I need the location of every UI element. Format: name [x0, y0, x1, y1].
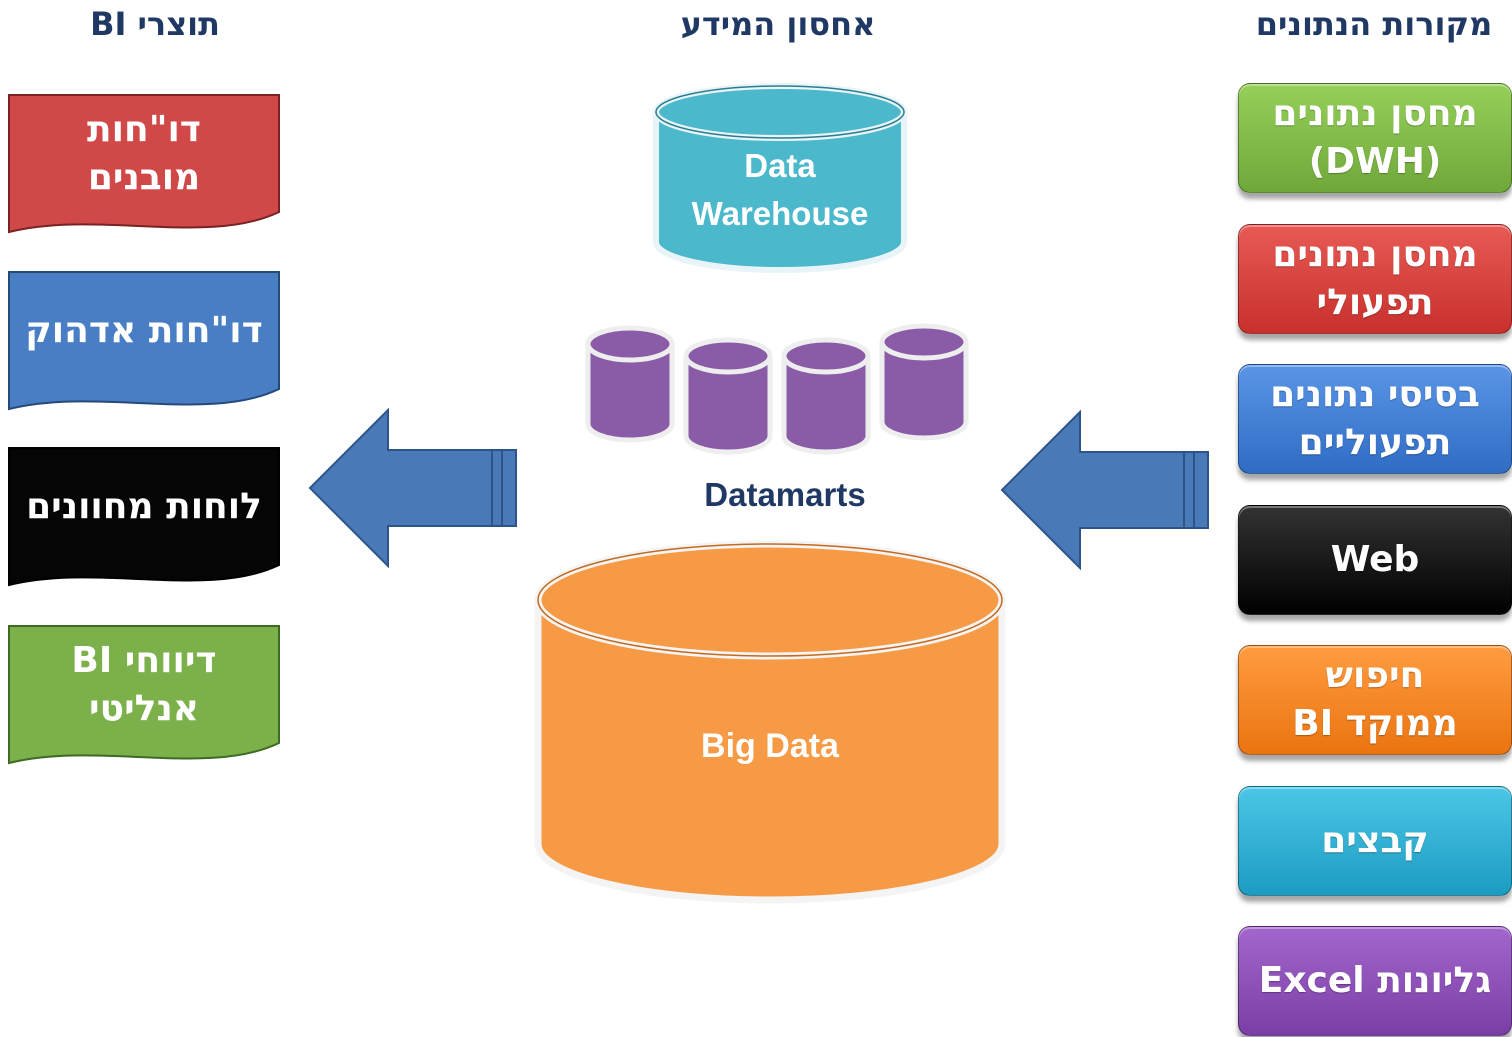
arrow-left-icon: [1000, 410, 1209, 570]
datamart-cylinder-icon: [585, 325, 675, 443]
product-label: דו"חות מובנים: [87, 109, 201, 198]
storage-header: אחסון המידע: [680, 5, 876, 43]
arrow-left-icon: [308, 408, 517, 568]
products-header: תוצרי BI: [90, 5, 220, 43]
data-warehouse-cylinder-icon: [653, 83, 907, 273]
big-data-label: Big Data: [701, 726, 839, 765]
document-shape-icon: [8, 447, 280, 587]
source-bi-search: חיפוש ממוקד BI: [1238, 645, 1512, 755]
product-label: דיווחי BI אנליטי: [71, 640, 217, 729]
product-label: דו"חות אדהוק: [25, 310, 263, 351]
document-shape-icon: [8, 94, 280, 234]
data-warehouse-label: Data Warehouse: [691, 147, 869, 232]
datamarts-label: Datamarts: [704, 476, 866, 513]
source-files: קבצים: [1238, 786, 1512, 896]
source-dwh: מחסן נתונים (DWH): [1238, 83, 1512, 193]
product-structured-reports: דו"חות מובנים: [8, 94, 280, 244]
source-web: Web: [1238, 505, 1512, 615]
datamart-cylinder-icon: [683, 337, 773, 455]
product-label: לוחות מחוונים: [26, 486, 262, 527]
datamart-cylinder-icon: [879, 323, 969, 441]
datamart-cylinder-icon: [781, 337, 871, 455]
document-shape-icon: [8, 271, 280, 411]
product-analytic-bi: דיווחי BI אנליטי: [8, 625, 280, 775]
product-dashboards: לוחות מחוונים: [8, 447, 280, 597]
sources-header: מקורות הנתונים: [1255, 5, 1493, 43]
big-data-cylinder-icon: [534, 540, 1006, 904]
source-excel: גליונות Excel: [1238, 926, 1512, 1036]
document-shape-icon: [8, 625, 280, 765]
source-operational-warehouse: מחסן נתונים תפעולי: [1238, 224, 1512, 334]
product-adhoc-reports: דו"חות אדהוק: [8, 271, 280, 421]
source-operational-databases: בסיסי נתונים תפעוליים: [1238, 364, 1512, 474]
